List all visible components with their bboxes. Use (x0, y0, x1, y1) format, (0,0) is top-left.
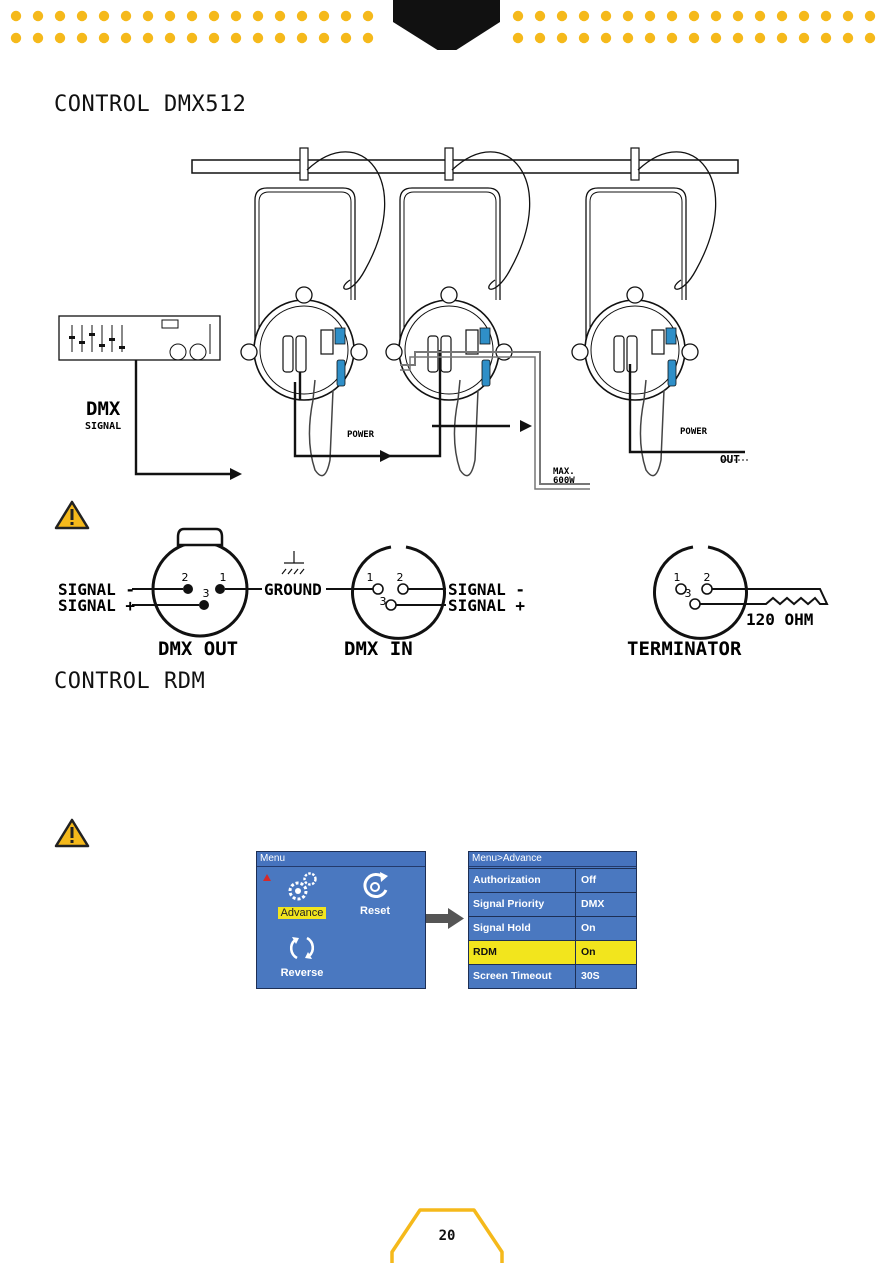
reverse-icon (289, 936, 315, 960)
setting-row-signal-hold[interactable]: Signal Hold On (469, 916, 636, 940)
pin-2-label: 2 (704, 571, 711, 584)
xlr-pinout-diagram: 2 1 3 SIGNAL - SIGNAL + GROUND 1 2 3 SIG… (58, 527, 829, 660)
dmx-wiring-diagram: DMX SIGNAL POWER POWER MAX. 600W OUT (58, 147, 750, 490)
advance-label: Advance (277, 907, 327, 919)
power-label-1: POWER (347, 430, 375, 440)
pin-1-label: 1 (220, 571, 227, 584)
signal-plus-right-label: SIGNAL + (448, 596, 525, 615)
section-title-rdm: CONTROL RDM (54, 669, 206, 694)
menu-screen: Menu Advance Reset Reverse (256, 851, 426, 989)
dmx-out-connector: 2 1 3 (151, 527, 249, 638)
warning-icon (54, 818, 90, 848)
pin-3-label: 3 (685, 587, 692, 600)
pin-1-label: 1 (367, 571, 374, 584)
max-label-1: MAX. (553, 467, 575, 477)
setting-row-signal-priority[interactable]: Signal Priority DMX (469, 892, 636, 916)
pin-2-label: 2 (182, 571, 189, 584)
menu-screen-title: Menu (257, 852, 425, 867)
dmx-out-label: DMX OUT (158, 638, 238, 660)
gear-icon (288, 872, 317, 901)
reverse-label: Reverse (280, 967, 324, 979)
page-number-badge (390, 1208, 504, 1263)
reset-icon (363, 872, 388, 898)
dmx-in-connector: 1 2 3 (351, 545, 446, 640)
fixture-icon (385, 147, 531, 477)
pin-3-label: 3 (380, 595, 387, 608)
signal-minus-label: SIGNAL - (58, 580, 135, 599)
menu-item-reverse[interactable]: Reverse (277, 932, 327, 979)
menu-item-advance[interactable]: Advance (277, 870, 327, 919)
max-label-2: 600W (553, 476, 575, 486)
warning-icon (54, 500, 90, 530)
pin-3-label: 3 (203, 587, 210, 600)
dmx-label: DMX (86, 398, 121, 420)
ground-symbol-icon (281, 551, 305, 575)
page-number: 20 (438, 1228, 456, 1244)
setting-row-screen-timeout[interactable]: Screen Timeout 30S (469, 964, 636, 988)
power-label-2: POWER (680, 427, 708, 437)
reset-label: Reset (360, 905, 390, 917)
advance-screen: Menu>Advance Authorization Off Signal Pr… (468, 851, 637, 989)
signal-plus-label: SIGNAL + (58, 596, 135, 615)
header-decoration (10, 0, 876, 50)
right-arrow-icon (426, 908, 464, 929)
pin-1-label: 1 (674, 571, 681, 584)
signal-minus-right-label: SIGNAL - (448, 580, 525, 599)
menu-item-reset[interactable]: Reset (353, 868, 397, 917)
dmx-in-label: DMX IN (344, 638, 413, 660)
setting-row-authorization[interactable]: Authorization Off (469, 868, 636, 892)
up-arrow-icon (263, 874, 271, 881)
fixture-icon (240, 147, 386, 477)
terminator-label: TERMINATOR (627, 638, 742, 660)
dmx-controller-icon (58, 315, 221, 361)
pin-2-label: 2 (397, 571, 404, 584)
advance-screen-title: Menu>Advance (469, 852, 636, 867)
fixture-icon (571, 147, 717, 477)
signal-label: SIGNAL (85, 421, 121, 432)
setting-row-rdm[interactable]: RDM On (469, 940, 636, 964)
ground-label: GROUND (264, 580, 322, 599)
out-label: OUT (720, 453, 740, 466)
section-title-dmx: CONTROL DMX512 (54, 92, 247, 117)
terminator-connector: 1 2 3 (653, 545, 748, 640)
ohm-label: 120 OHM (746, 610, 813, 629)
